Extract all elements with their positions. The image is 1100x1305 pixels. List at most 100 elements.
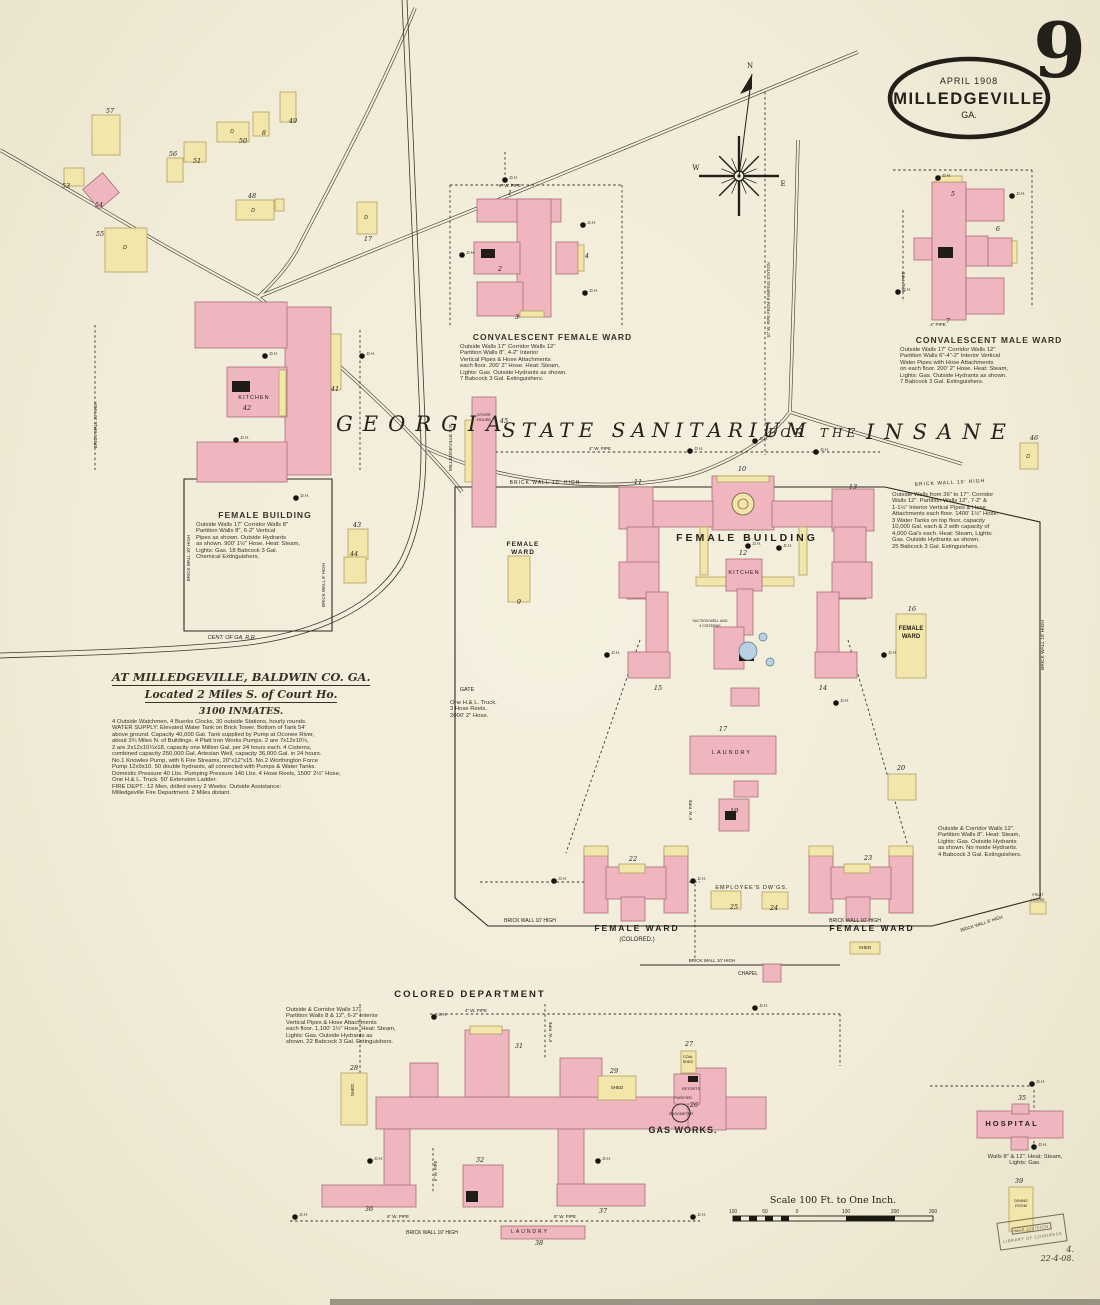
building-brick (194, 301, 288, 349)
note-line: One H.& L. Truck, (450, 700, 497, 706)
railroad-track (0, 0, 422, 654)
map-label: 4" W. PIPE (465, 1008, 487, 1013)
building-brick (650, 500, 714, 528)
map-label: GATE (460, 687, 475, 693)
map-label: 10" W. PIPE FROM PUMPING STATION (766, 262, 771, 338)
double-hydrant-dot (690, 1214, 696, 1220)
building-brick (845, 896, 871, 922)
map-label: 6" W. PIPE (433, 1161, 438, 1182)
building-number: 57 (106, 107, 115, 115)
double-hydrant-dot (1031, 1144, 1037, 1150)
map-label: EMPLOYEE'S DW'GS. (715, 885, 788, 891)
building-number: 51 (193, 157, 201, 165)
map-label: 4" PIPE (930, 322, 946, 327)
building-brick (471, 396, 497, 528)
building-number: 42 (242, 404, 251, 412)
building-number: 15 (654, 684, 662, 692)
building-frame (343, 556, 367, 584)
note-ward-right: Outside & Corridor Walls 12".Partition W… (938, 826, 1066, 858)
map-label: HOUSE (1031, 898, 1045, 902)
map-label: 6" W. PIPE (387, 1214, 409, 1219)
building-number: 46 (1029, 434, 1038, 442)
note-title: CONVALESCENT FEMALE WARD (472, 332, 633, 342)
map-label: FEMALE (899, 626, 924, 632)
road-surface (0, 149, 259, 298)
building-number: 48 (247, 192, 256, 200)
map-label: BRICK WALL 10' HIGH (93, 402, 98, 449)
note-line: 7 Babcock 3 Gal. Extinguishers. (460, 376, 544, 383)
double-hydrant-dot (690, 878, 696, 884)
map-title-the: THE (820, 426, 860, 440)
map-label: 6" W. PIPE (554, 1214, 576, 1219)
double-hydrant-dot (502, 177, 508, 183)
compass-label: W (692, 164, 700, 172)
building-brick (965, 235, 989, 267)
map-label: MILLEDGEVILLE R.R. (448, 423, 454, 471)
note-line: Walls 8" & 12". Heat: Steam, (987, 1154, 1063, 1160)
double-hydrant-dot (551, 878, 557, 884)
note-line: Partition Walls 6"-4"-2" Interior Vertic… (900, 353, 1001, 360)
map-label: 6" W. PIPE (548, 1022, 553, 1043)
double-hydrant-dot (359, 353, 365, 359)
building-frame (663, 845, 689, 857)
building-number: 2 (497, 265, 502, 273)
building-number: 53 (62, 182, 70, 190)
double-hydrant-label: D.H. (241, 435, 249, 440)
double-hydrant-label: D.H. (300, 1212, 308, 1217)
map-label: D (251, 208, 255, 214)
scale-checker-cell (789, 1216, 797, 1221)
map-label: ROOM (1015, 1204, 1027, 1208)
building-brick (500, 1225, 586, 1240)
building-frame (166, 157, 184, 183)
map-title-for: FOR (768, 426, 808, 440)
map-label: FEMALE WARD (829, 923, 914, 933)
note-line: as shown. 900' 1½" Hose. Heat: Steam, (196, 541, 301, 548)
building-boiler (938, 247, 953, 258)
map-label: COAL (683, 1055, 693, 1059)
double-hydrant-label: D.H. (367, 351, 375, 356)
scale-tick-label: 100 (842, 1209, 851, 1215)
building-brick (730, 687, 760, 707)
road-surface (421, 411, 791, 486)
building-frame (716, 475, 770, 483)
double-hydrant-dot (293, 495, 299, 501)
compass-north-flag (740, 74, 752, 94)
note-inmates-count: 3100 INMATES. (198, 706, 284, 717)
map-label: HOUSE (477, 417, 492, 422)
double-hydrant-dot (582, 290, 588, 296)
scale-bar-label: Scale 100 Ft. to One Inch. (770, 1195, 896, 1206)
building-brick (555, 241, 579, 275)
building-brick (557, 1128, 585, 1186)
scale-checker-cell (749, 1216, 757, 1221)
building-number: 54 (95, 201, 103, 209)
note-line: Lights: Gas. Outside Hydrants as shown. (460, 369, 567, 376)
note-line: 1-1½" Interior Vertical Pipes & Hose (892, 504, 986, 511)
note-line: Outside & Corridor Walls 17" (286, 1007, 361, 1013)
double-hydrant-label: D.H. (760, 1003, 768, 1008)
map-label: BRICK WALL 8' HIGH (321, 563, 326, 607)
note-hospital: Walls 8" & 12". Heat: Steam,Lights: Gas. (975, 1154, 1075, 1167)
building-number: 43 (352, 521, 361, 529)
map-label: GAS WORKS. (648, 1125, 717, 1135)
building-number: 35 (1018, 1094, 1026, 1102)
note-heading: AT MILLEDGEVILLE, BALDWIN CO. GA. (112, 670, 371, 686)
building-number: 5 (951, 190, 955, 198)
building-brick (556, 1183, 646, 1207)
building-brick (383, 1128, 411, 1188)
badge-oval (887, 56, 1051, 140)
double-hydrant-label: D.H. (301, 493, 309, 498)
building-brick (196, 441, 288, 483)
dome-inner (737, 498, 749, 510)
building-frame (464, 419, 473, 483)
note-line: Walls 12". Partition Walls 12", 7-2" & (892, 498, 987, 505)
map-label: D (123, 245, 127, 251)
map-label: BRICK WALL 10' HIGH (510, 480, 581, 486)
map-label: FEMALE (507, 541, 540, 548)
building-number: 25 (729, 903, 738, 911)
note-line: Partition Walls 8", 4-2" Interior (460, 350, 539, 357)
double-hydrant-dot (752, 1005, 758, 1011)
photo-edge-shadow (330, 1299, 1100, 1305)
